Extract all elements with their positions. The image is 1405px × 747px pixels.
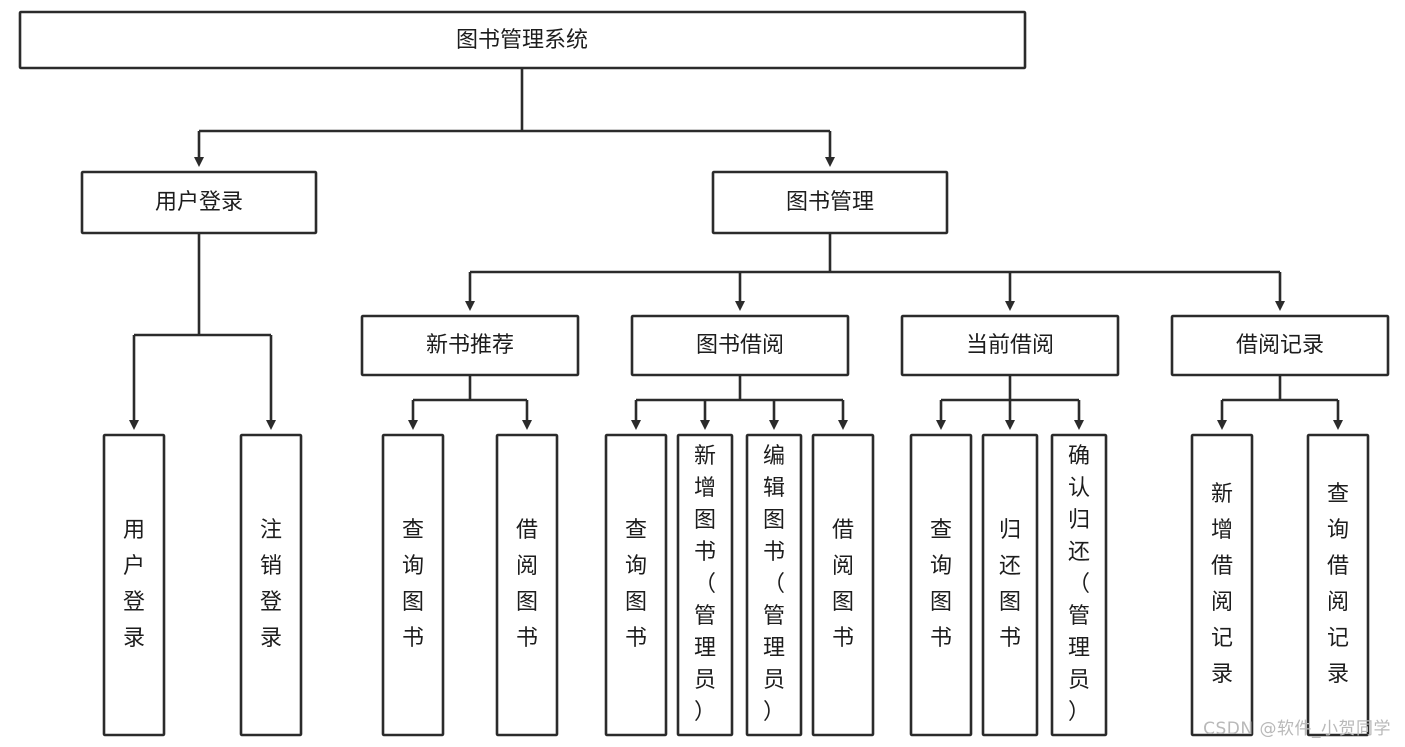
node-new-book-recommend-label: 新书推荐 (426, 333, 514, 358)
node-leaf-add-book-admin[interactable]: 新增图书（管理员） (676, 433, 734, 737)
node-book-borrow-label: 图书借阅 (696, 333, 784, 358)
node-leaf-return-book-label: 归还图书 (999, 518, 1021, 651)
node-leaf-user-login-label: 用户登录 (123, 518, 145, 651)
node-leaf-query-book-c-label: 查询图书 (930, 518, 952, 651)
node-leaf-query-book-a[interactable]: 查询图书 (381, 433, 445, 737)
node-leaf-add-borrow-record-label: 新增借阅记录 (1211, 482, 1233, 687)
node-borrow-records-label: 借阅记录 (1236, 333, 1324, 358)
node-new-book-recommend[interactable]: 新书推荐 (360, 314, 580, 377)
connector-login-to-leaves (129, 233, 276, 430)
node-leaf-return-book[interactable]: 归还图书 (981, 433, 1039, 737)
node-leaf-user-login[interactable]: 用户登录 (102, 433, 166, 737)
node-root[interactable]: 图书管理系统 (18, 10, 1027, 70)
node-current-borrow-label: 当前借阅 (966, 333, 1054, 358)
node-user-login-label: 用户登录 (155, 190, 243, 215)
node-leaf-query-book-b[interactable]: 查询图书 (604, 433, 668, 737)
node-book-management[interactable]: 图书管理 (711, 170, 949, 235)
node-leaf-add-borrow-record[interactable]: 新增借阅记录 (1190, 433, 1254, 737)
node-leaf-borrow-book-a[interactable]: 借阅图书 (495, 433, 559, 737)
connector-records-to-leaves (1217, 375, 1343, 430)
node-leaf-query-book-b-label: 查询图书 (625, 518, 647, 651)
connector-root-to-level2 (194, 68, 835, 167)
node-current-borrow[interactable]: 当前借阅 (900, 314, 1120, 377)
connector-newbook-to-leaves (408, 375, 532, 430)
node-leaf-borrow-book-b-label: 借阅图书 (832, 518, 854, 651)
node-leaf-confirm-return-admin-label: 确认归还（管理员） (1068, 444, 1090, 725)
node-leaf-logout[interactable]: 注销登录 (239, 433, 303, 737)
node-leaf-query-book-c[interactable]: 查询图书 (909, 433, 973, 737)
node-book-borrow[interactable]: 图书借阅 (630, 314, 850, 377)
node-leaf-edit-book-admin[interactable]: 编辑图书（管理员） (745, 433, 803, 737)
node-borrow-records[interactable]: 借阅记录 (1170, 314, 1390, 377)
node-leaf-query-book-a-label: 查询图书 (402, 518, 424, 651)
connector-bookmgmt-to-level3 (465, 233, 1285, 311)
node-root-label: 图书管理系统 (456, 28, 588, 53)
node-leaf-confirm-return-admin[interactable]: 确认归还（管理员） (1050, 433, 1108, 737)
connector-borrow-to-leaves (631, 375, 848, 430)
node-user-login[interactable]: 用户登录 (80, 170, 318, 235)
connector-current-to-leaves (936, 375, 1084, 430)
node-leaf-borrow-book-a-label: 借阅图书 (516, 518, 538, 651)
node-leaf-borrow-book-b[interactable]: 借阅图书 (811, 433, 875, 737)
node-leaf-query-borrow-record-label: 查询借阅记录 (1327, 482, 1349, 687)
node-leaf-logout-label: 注销登录 (260, 518, 282, 651)
node-leaf-add-book-admin-label: 新增图书（管理员） (694, 444, 716, 725)
node-leaf-query-borrow-record[interactable]: 查询借阅记录 (1306, 433, 1370, 737)
node-book-management-label: 图书管理 (786, 190, 874, 215)
node-leaf-edit-book-admin-label: 编辑图书（管理员） (763, 444, 785, 725)
